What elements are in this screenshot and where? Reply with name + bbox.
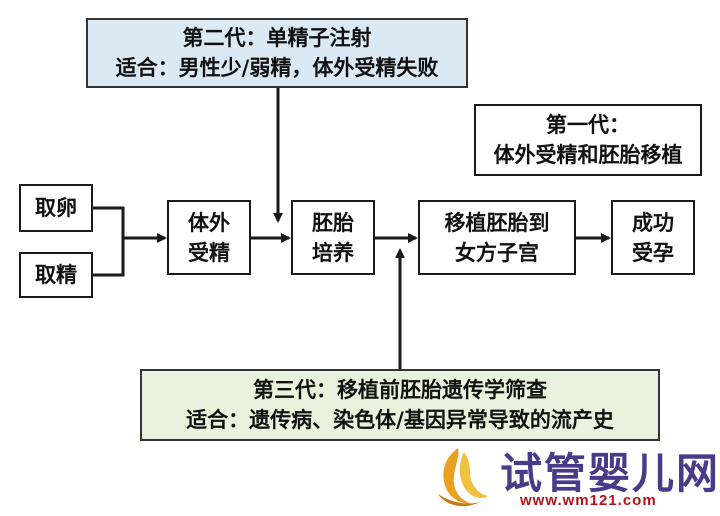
gen1-title: 第一代： — [546, 113, 630, 137]
pregnancy-label-1: 成功 — [632, 210, 674, 235]
gen3-title: 第三代：移植前胚胎遗传学筛查 — [253, 378, 547, 402]
gen1-box: 第一代： 体外受精和胚胎移植 — [474, 104, 702, 176]
embryo-culture-label-2: 培养 — [312, 240, 354, 265]
embryo-transfer-label-2: 女方子宫 — [455, 240, 539, 265]
watermark-url: www.wm121.com — [520, 492, 657, 509]
watermark: 试管婴儿网 www.wm121.com — [424, 440, 720, 516]
pregnancy-box: 成功 受孕 — [611, 200, 695, 275]
gen3-desc: 适合：遗传病、染色体/基因异常导致的流产史 — [186, 408, 614, 432]
ivf-label-2: 受精 — [188, 240, 230, 265]
brand-logo-icon — [438, 448, 488, 507]
gen1-desc: 体外受精和胚胎移植 — [493, 143, 683, 167]
ivf-label-1: 体外 — [188, 210, 230, 235]
gen2-desc: 适合：男性少/弱精，体外受精失败 — [115, 56, 439, 80]
egg-retrieval-box: 取卵 — [19, 184, 93, 232]
ivf-box: 体外 受精 — [167, 200, 251, 275]
sperm-retrieval-box: 取精 — [19, 252, 93, 298]
embryo-transfer-box: 移植胚胎到 女方子宫 — [418, 200, 576, 275]
gen3-box: 第三代：移植前胚胎遗传学筛查 适合：遗传病、染色体/基因异常导致的流产史 — [140, 369, 660, 441]
embryo-culture-box: 胚胎 培养 — [291, 200, 375, 275]
gen2-box: 第二代：单精子注射 适合：男性少/弱精，体外受精失败 — [86, 18, 468, 88]
egg-connector — [93, 206, 125, 277]
gen2-title: 第二代：单精子注射 — [182, 26, 372, 50]
sperm-retrieval-label: 取精 — [35, 263, 77, 287]
pregnancy-label-2: 受孕 — [632, 240, 674, 265]
watermark-title: 试管婴儿网 — [500, 449, 720, 498]
embryo-transfer-label-1: 移植胚胎到 — [444, 210, 550, 235]
egg-retrieval-label: 取卵 — [35, 196, 77, 220]
embryo-culture-label-1: 胚胎 — [312, 210, 354, 235]
